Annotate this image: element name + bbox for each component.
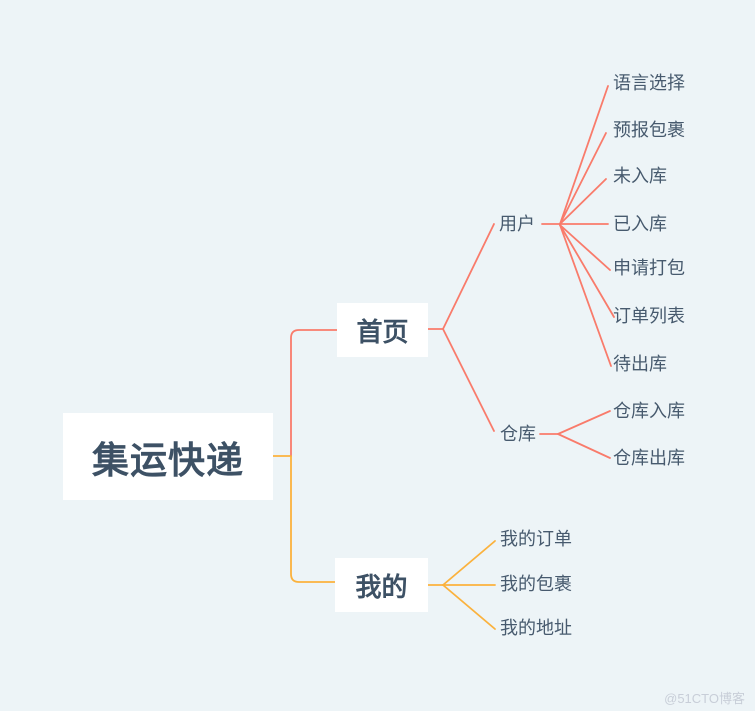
mindmap-node-my-address[interactable]: 我的地址 — [500, 618, 572, 638]
connector-warehouse-to-inbound — [557, 410, 611, 435]
mindmap-node-warehouse-outbound[interactable]: 仓库出库 — [613, 448, 685, 468]
connector-root-to-home — [290, 329, 338, 457]
mindmap-node-root[interactable]: 集运快递 — [63, 413, 273, 500]
mindmap-node-warehouse-inbound[interactable]: 仓库入库 — [613, 401, 685, 421]
mindmap-node-not-stored[interactable]: 未入库 — [613, 166, 667, 186]
mindmap-node-warehouse[interactable]: 仓库 — [500, 424, 536, 444]
mindmap-node-mine[interactable]: 我的 — [335, 558, 428, 612]
connector-user-to-orders — [559, 224, 615, 318]
connector-user-to-not-stored — [559, 178, 607, 225]
mindmap-node-apply-packing[interactable]: 申请打包 — [613, 258, 685, 278]
connector-user-to-outbound — [559, 224, 612, 367]
mindmap-node-stored[interactable]: 已入库 — [613, 214, 667, 234]
connector-mine-to-my-address — [442, 584, 496, 630]
connector-warehouse-to-outbound — [557, 433, 611, 459]
mindmap-node-forecast-package[interactable]: 预报包裹 — [613, 120, 685, 140]
connector-root-to-mine — [290, 455, 338, 583]
connector-user-to-forecast — [559, 132, 607, 225]
mindmap-node-pending-outbound[interactable]: 待出库 — [613, 354, 667, 374]
connector-user-to-language — [559, 85, 609, 225]
mindmap-node-language-select[interactable]: 语言选择 — [613, 73, 685, 93]
mindmap-node-order-list[interactable]: 订单列表 — [613, 306, 685, 326]
mindmap-node-my-packages[interactable]: 我的包裹 — [500, 574, 572, 594]
mindmap-node-home[interactable]: 首页 — [337, 303, 428, 357]
site-watermark: @51CTO博客 — [664, 691, 745, 706]
connector-home-to-warehouse — [442, 328, 495, 432]
mindmap-node-my-orders[interactable]: 我的订单 — [500, 529, 572, 549]
connector-user-to-packing — [559, 224, 611, 271]
connector-home-to-user — [442, 223, 495, 330]
mindmap-node-user[interactable]: 用户 — [499, 214, 535, 234]
connector-mine-to-my-orders — [442, 540, 496, 586]
